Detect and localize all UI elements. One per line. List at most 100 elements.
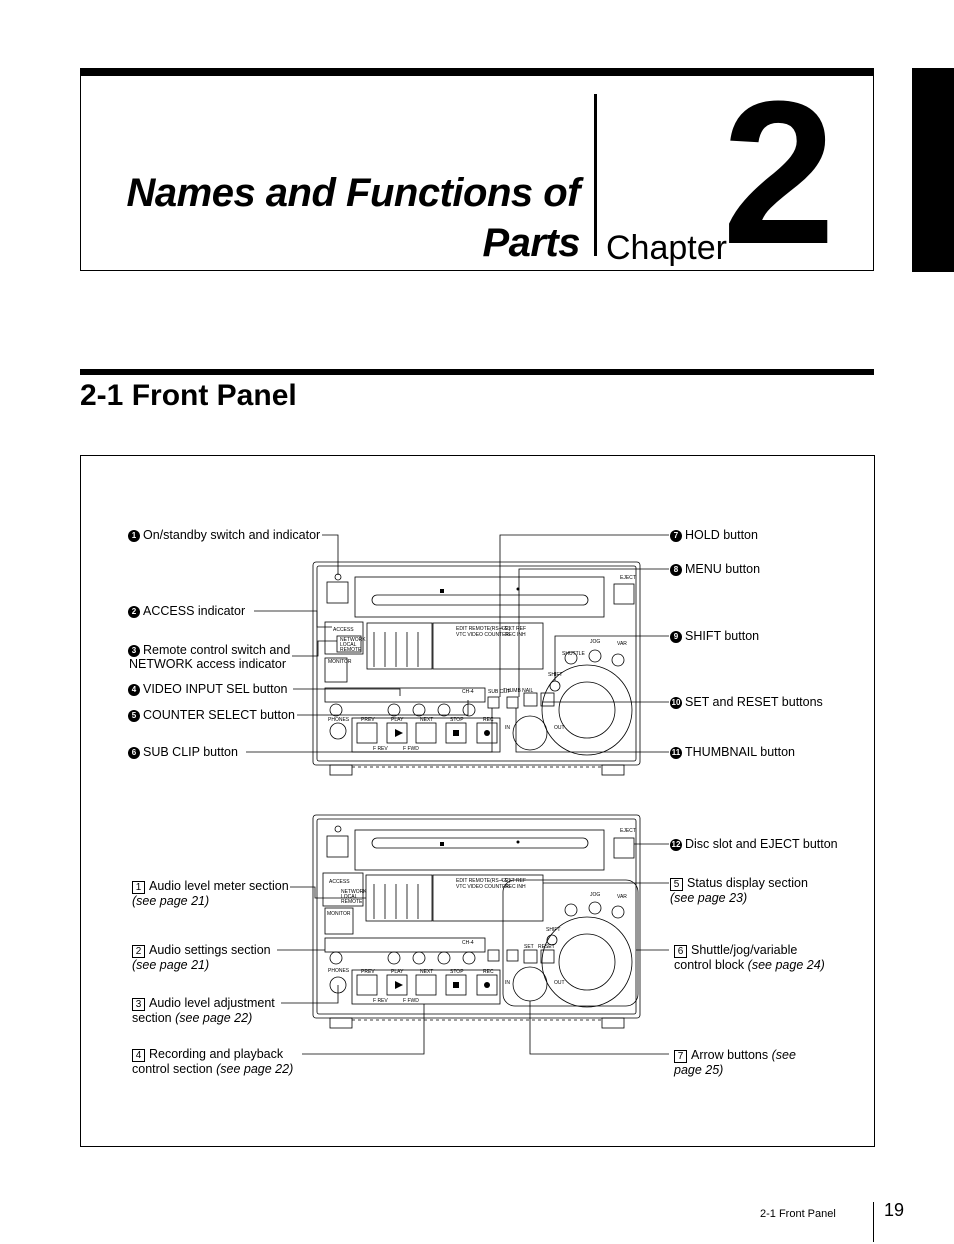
callout-number: 11 <box>670 747 682 759</box>
upper-ch4-label: CH-4 <box>462 689 474 695</box>
upper-disc-slot[interactable] <box>354 576 605 618</box>
section-callout-text-line2: section <box>132 1011 172 1025</box>
upper-play-label: PLAY <box>391 717 404 723</box>
chapter-title-line1: Names and Functions of <box>126 171 581 215</box>
lower-power-button[interactable] <box>326 835 349 858</box>
upper-in-label: IN <box>505 725 510 731</box>
callout-text: MENU button <box>685 562 761 576</box>
upper-thumbnail-button[interactable] <box>506 696 519 709</box>
upper-prev-button[interactable] <box>356 722 378 744</box>
lower-var-label: VAR <box>617 894 627 900</box>
section-callout-text-line2: control section <box>132 1062 213 1076</box>
section-callout-ref: (see page 22) <box>216 1062 294 1076</box>
lower-eject-button[interactable] <box>613 837 635 859</box>
upper-phones-label: PHONES <box>328 717 350 723</box>
lower-access-label: ACCESS <box>329 879 350 885</box>
lower-monitor-label: MONITOR <box>327 911 351 917</box>
lower-jog-dial[interactable] <box>541 916 633 1008</box>
lower-in-label: IN <box>505 980 510 986</box>
lower-frev-label: F REV <box>373 998 388 1004</box>
chapter-word: Chapter <box>606 229 727 267</box>
lower-stop-button[interactable] <box>445 974 467 996</box>
callout-number: 9 <box>670 631 682 643</box>
upper-vtc-label: VTC VIDEO COUNTER <box>456 632 509 638</box>
section-callout-text: Status display section <box>687 876 808 890</box>
lower-network-label: NETWORK <box>341 889 367 895</box>
leader-lines <box>246 534 669 1055</box>
section-number-box: 7 <box>674 1050 687 1063</box>
lower-rec-inh-label: REC INH <box>505 884 526 890</box>
lower-play-label: PLAY <box>391 969 404 975</box>
lower-rec-label: REC <box>483 969 494 975</box>
callout-text: SUB CLIP button <box>143 745 238 759</box>
section-callout-text: Recording and playback <box>149 1047 284 1061</box>
upper-eject-label: EJECT <box>620 575 636 581</box>
upper-jog-dial[interactable] <box>541 664 633 756</box>
upper-stop-button[interactable] <box>445 722 467 744</box>
lower-device-body <box>312 814 641 1019</box>
lower-disc-slot[interactable] <box>354 829 605 871</box>
upper-set-button[interactable] <box>523 692 538 707</box>
callout-text: VIDEO INPUT SEL button <box>143 682 288 696</box>
section-number-box: 3 <box>132 998 145 1011</box>
lower-play-button[interactable] <box>386 974 408 996</box>
upper-rec-inh-label: REC INH <box>505 632 526 638</box>
section-callout-text-line2: control block <box>674 958 745 972</box>
section-callout-text: Arrow buttons <box>691 1048 769 1062</box>
callout-text: SHIFT button <box>685 629 760 643</box>
callout-text: On/standby switch and indicator <box>143 528 321 542</box>
callout-text: Disc slot and EJECT button <box>685 837 838 851</box>
lower-prev-button[interactable] <box>356 974 378 996</box>
chapter-title-line2: Parts <box>482 221 580 265</box>
upper-rec-button[interactable] <box>476 722 498 744</box>
upper-monitor-label: MONITOR <box>328 659 352 665</box>
upper-ffwd-label: F FWD <box>403 746 419 752</box>
callout-number: 3 <box>128 645 140 657</box>
upper-play-button[interactable] <box>386 722 408 744</box>
lower-set-label: SET <box>524 944 534 950</box>
lower-out-label: OUT <box>554 980 565 986</box>
upper-sub-clip-button[interactable] <box>487 696 500 709</box>
upper-frev-label: F REV <box>373 746 388 752</box>
lower-rec-button[interactable] <box>476 974 498 996</box>
section-number-box: 4 <box>132 1049 145 1062</box>
lower-next-button[interactable] <box>415 974 437 996</box>
footer-divider <box>873 1202 874 1242</box>
section-callout-ref: (see page 21) <box>132 958 210 972</box>
lower-local-label: LOCAL <box>341 894 358 900</box>
lower-ch4-label: CH-4 <box>462 940 474 946</box>
upper-eject-button[interactable] <box>613 583 635 605</box>
upper-power-button[interactable] <box>326 581 349 604</box>
upper-next-button[interactable] <box>415 722 437 744</box>
lower-next-label: NEXT <box>420 969 433 975</box>
section-number-box: 6 <box>674 945 687 958</box>
lower-jog-label: JOG <box>590 892 600 898</box>
lower-edit-remote-label: EDIT REMOTE(RS-422) <box>456 878 511 884</box>
section-callout-ref: (see page 24) <box>747 958 825 972</box>
callout-text: THUMBNAIL button <box>685 745 795 759</box>
callout-number: 1 <box>128 530 140 542</box>
callout-text: ACCESS indicator <box>143 604 246 618</box>
upper-remote-label: REMOTE <box>340 647 362 653</box>
callout-text: SET and RESET buttons <box>685 695 823 709</box>
upper-reset-button[interactable] <box>540 692 555 707</box>
chapter-divider <box>594 94 597 256</box>
section-number-box: 1 <box>132 881 145 894</box>
section-callout-ref: (see page 21) <box>132 894 210 908</box>
section-callout-ref: (see page 22) <box>175 1011 253 1025</box>
section-number-box: 5 <box>670 878 683 891</box>
section-number-box: 2 <box>132 945 145 958</box>
